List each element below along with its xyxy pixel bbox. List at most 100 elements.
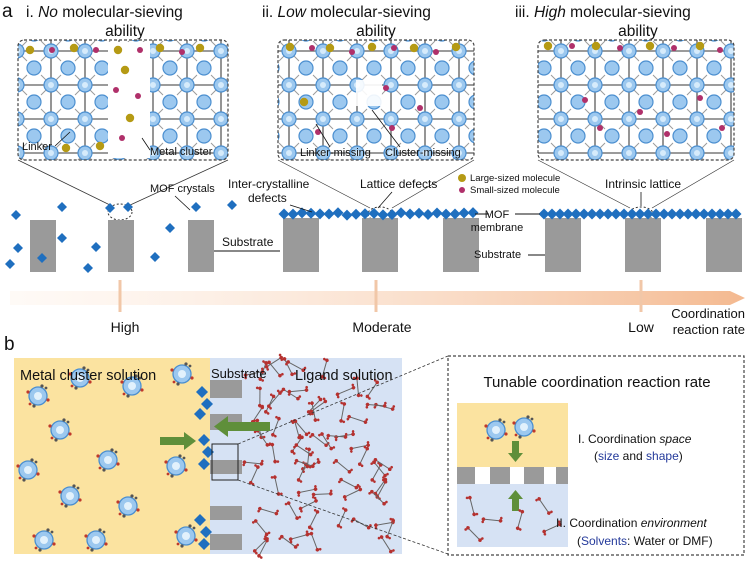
large-molecule (25, 45, 35, 55)
large-molecule (325, 43, 335, 53)
case-iii-title-rest: molecular-sieving (570, 4, 691, 21)
mof-grain (618, 208, 630, 220)
env-open-paren: ( (577, 534, 581, 548)
case-ii-title-line2: ability (356, 23, 396, 40)
mof-grain (395, 207, 407, 219)
mof-grain (431, 207, 443, 219)
mof-crystal (105, 203, 115, 213)
linker-missing-label: Linker-missing (300, 147, 371, 159)
small-molecule (717, 47, 723, 53)
env-prefix: II. Coordination (556, 516, 641, 530)
mof-crystal (5, 259, 15, 269)
case-ii-emphasis: Low (278, 4, 308, 21)
arrow-ligand-diffusion (214, 416, 270, 437)
mof-grain (546, 208, 558, 220)
space-prefix: I. Coordination (578, 432, 659, 446)
space-and: and (619, 449, 646, 463)
small-molecule (119, 135, 125, 141)
mof-crystal (227, 200, 237, 210)
metal-cluster-label: Metal cluster (150, 146, 213, 158)
inset-ii (277, 39, 475, 161)
small-molecule (719, 125, 725, 131)
large-molecule (367, 42, 377, 52)
small-molecule (391, 45, 397, 51)
ligand-solution-label: Ligand solution (295, 368, 393, 384)
case-iii-title: iii. High molecular-sieving ability (515, 4, 691, 40)
legend-large-label: Large-sized molecule (470, 173, 560, 184)
small-molecule (569, 43, 575, 49)
small-molecule (389, 125, 395, 131)
env-word: environment (641, 516, 708, 530)
linker-leader (54, 131, 71, 147)
large-molecule (125, 113, 135, 123)
mof-grain (332, 207, 344, 219)
large-molecule (120, 65, 130, 75)
mof-grain (287, 208, 299, 220)
large-molecule (195, 43, 205, 53)
axis-title-2: reaction rate (673, 322, 745, 337)
space-shape: shape (646, 449, 679, 463)
metal-cluster-leader (141, 137, 151, 151)
mof-membrane-defective (278, 207, 479, 221)
reaction-rate-axis (10, 280, 745, 312)
substrate-left-label: Substrate (222, 235, 274, 249)
svg-text:ii. Low molecular-sieving: ii. Low molecular-sieving (262, 4, 431, 21)
large-molecule (285, 42, 295, 52)
mof-crystals-leader (174, 195, 191, 211)
legend-small-label: Small-sized molecule (470, 185, 560, 196)
mof-grain (440, 208, 452, 220)
zoom-lines (17, 159, 735, 209)
mof-grain (458, 207, 470, 219)
small-molecule (697, 95, 703, 101)
large-molecule (451, 42, 461, 52)
axis-tick-low: Low (628, 319, 655, 335)
small-molecule (179, 49, 185, 55)
linker-missing-leader (315, 123, 331, 148)
mof-crystal (191, 202, 201, 212)
mof-crystal (123, 202, 133, 212)
mof-grain (554, 208, 566, 220)
mof-grain (666, 208, 678, 220)
case-iii-numeral: iii. (515, 4, 530, 21)
large-molecule (695, 41, 705, 51)
mof-grain (202, 446, 214, 458)
mof-grain (314, 208, 326, 220)
large-molecule (69, 43, 79, 53)
zoom-circle-i (107, 203, 133, 221)
svg-text:iii. High molecular-sieving: iii. High molecular-sieving (515, 4, 691, 21)
legend-large-marker (458, 174, 466, 182)
mof-grain (578, 208, 590, 220)
case-ii-title: ii. Low molecular-sieving ability (262, 4, 431, 40)
linker-label: Linker (22, 141, 52, 153)
env-line-1: II. Coordination environment (556, 516, 707, 530)
large-molecule (113, 45, 123, 55)
axis-title-1: Coordination (671, 306, 745, 321)
substrates-a (30, 218, 742, 272)
mof-crystal (57, 202, 67, 212)
mof-grain (586, 208, 598, 220)
inter-crystalline-label-2: defects (248, 191, 287, 205)
svg-text:i. No molecular-sieving: i. No molecular-sieving (26, 4, 183, 21)
case-i-title: i. No molecular-sieving ability (26, 4, 183, 40)
inset-arrow-up (508, 490, 523, 511)
mof-grain (386, 208, 398, 220)
inset-i (17, 39, 229, 161)
env-solvents: Solvents (581, 534, 627, 548)
large-molecule (299, 97, 309, 107)
mof-grain (562, 208, 574, 220)
lattice-defects-leader (377, 191, 393, 209)
mof-grain (674, 208, 686, 220)
mof-grain (449, 208, 461, 220)
case-iii-emphasis: High (534, 4, 566, 21)
mof-grain (650, 208, 662, 220)
mof-crystal (83, 263, 93, 273)
mof-grain (602, 208, 614, 220)
mof-crystal (11, 210, 21, 220)
inset-b-title: Tunable coordination reaction rate (483, 374, 710, 391)
substrate-b-label: Substrate (211, 366, 267, 381)
mof-grain (359, 208, 371, 220)
mof-grain (682, 208, 694, 220)
mof-grain (714, 208, 726, 220)
space-word: space (659, 432, 691, 446)
